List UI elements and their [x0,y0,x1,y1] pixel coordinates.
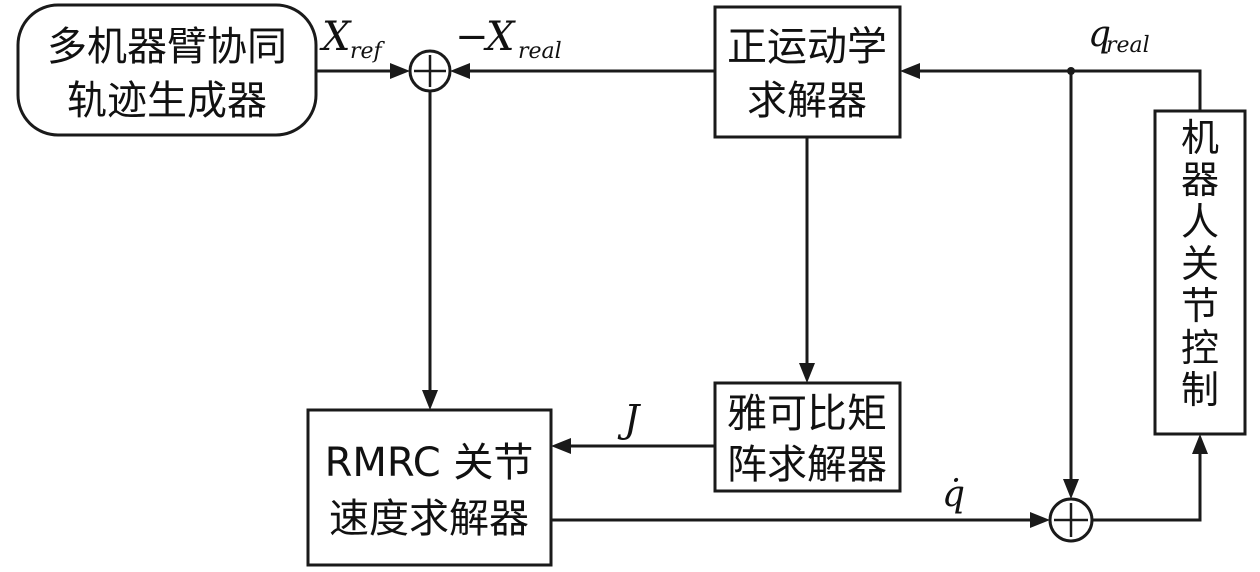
label-q-real-sub: real [1106,33,1150,58]
trajectory-generator-line2: 轨迹生成器 [67,78,267,124]
rmrc-solver-line2: 速度求解器 [329,496,529,542]
joint-control-char-3: 人 [1181,200,1219,244]
joint-control-char-2: 器 [1181,158,1219,202]
summing-junction-top [408,49,452,93]
joint-control-char-1: 机 [1181,116,1219,160]
label-q-dot: q̇ [942,474,965,515]
label-x-ref: X ref [319,14,386,64]
jacobian-connector [551,438,715,454]
rmrc-solver-block: RMRC 关节 速度求解器 [306,408,553,567]
joint-control-char-7: 制 [1181,368,1219,412]
label-x-ref-sub: ref [350,39,386,64]
summing-junction-bottom [1048,497,1094,543]
qdot-connector [551,512,1050,528]
xref-connector [316,63,410,79]
jacobian-solver-line1: 雅可比矩 [727,391,887,437]
jacobian-solver-block: 雅可比矩 阵求解器 [713,381,902,493]
joint-control-block: 机 器 人 关 节 控 制 [1153,109,1247,436]
qreal-branch-connector [1063,71,1079,499]
label-jacobian: J [617,397,641,441]
joint-control-char-6: 控 [1181,326,1219,370]
label-q-real: q real [1088,14,1150,58]
rmrc-solver-line1: RMRC 关节 [325,440,534,486]
error-connector [422,91,438,410]
command-connector [1092,434,1208,522]
neg-xreal-connector [450,63,715,79]
label-x-ref-main: X [319,14,352,60]
joint-control-char-5: 节 [1181,284,1219,328]
qreal-feedback-connector [900,63,1202,111]
trajectory-generator-block: 多机器臂协同 轨迹生成器 [16,3,318,137]
forward-kinematics-line1: 正运动学 [727,24,887,70]
label-neg-x-real-main: X [483,14,516,60]
trajectory-generator-line1: 多机器臂协同 [47,24,287,70]
forward-kinematics-line2: 求解器 [747,78,867,124]
label-q-real-main: q [1088,14,1111,55]
label-neg-x-real: − X real [455,14,562,64]
label-neg-x-real-sign: − [455,14,489,60]
label-neg-x-real-sub: real [518,39,562,64]
fk-to-jacobian-connector [799,137,815,383]
joint-control-char-4: 关 [1181,242,1219,286]
forward-kinematics-block: 正运动学 求解器 [713,5,902,139]
jacobian-solver-line2: 阵求解器 [727,442,887,488]
